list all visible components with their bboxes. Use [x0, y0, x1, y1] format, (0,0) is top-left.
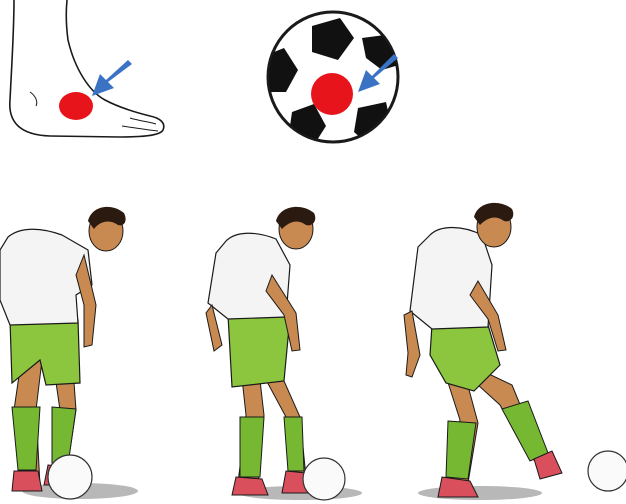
player-sequence — [0, 195, 626, 504]
ball — [588, 451, 626, 491]
arrow-icon — [92, 60, 132, 96]
player-frame-1 — [0, 207, 138, 499]
ball — [303, 458, 345, 500]
ball-diagram — [262, 8, 404, 146]
ball — [48, 455, 92, 499]
player-frame-3 — [404, 203, 626, 500]
player-frame-2 — [206, 207, 362, 500]
contact-marker-foot — [59, 92, 93, 120]
contact-marker-ball — [311, 73, 353, 115]
foot-diagram — [0, 0, 180, 150]
